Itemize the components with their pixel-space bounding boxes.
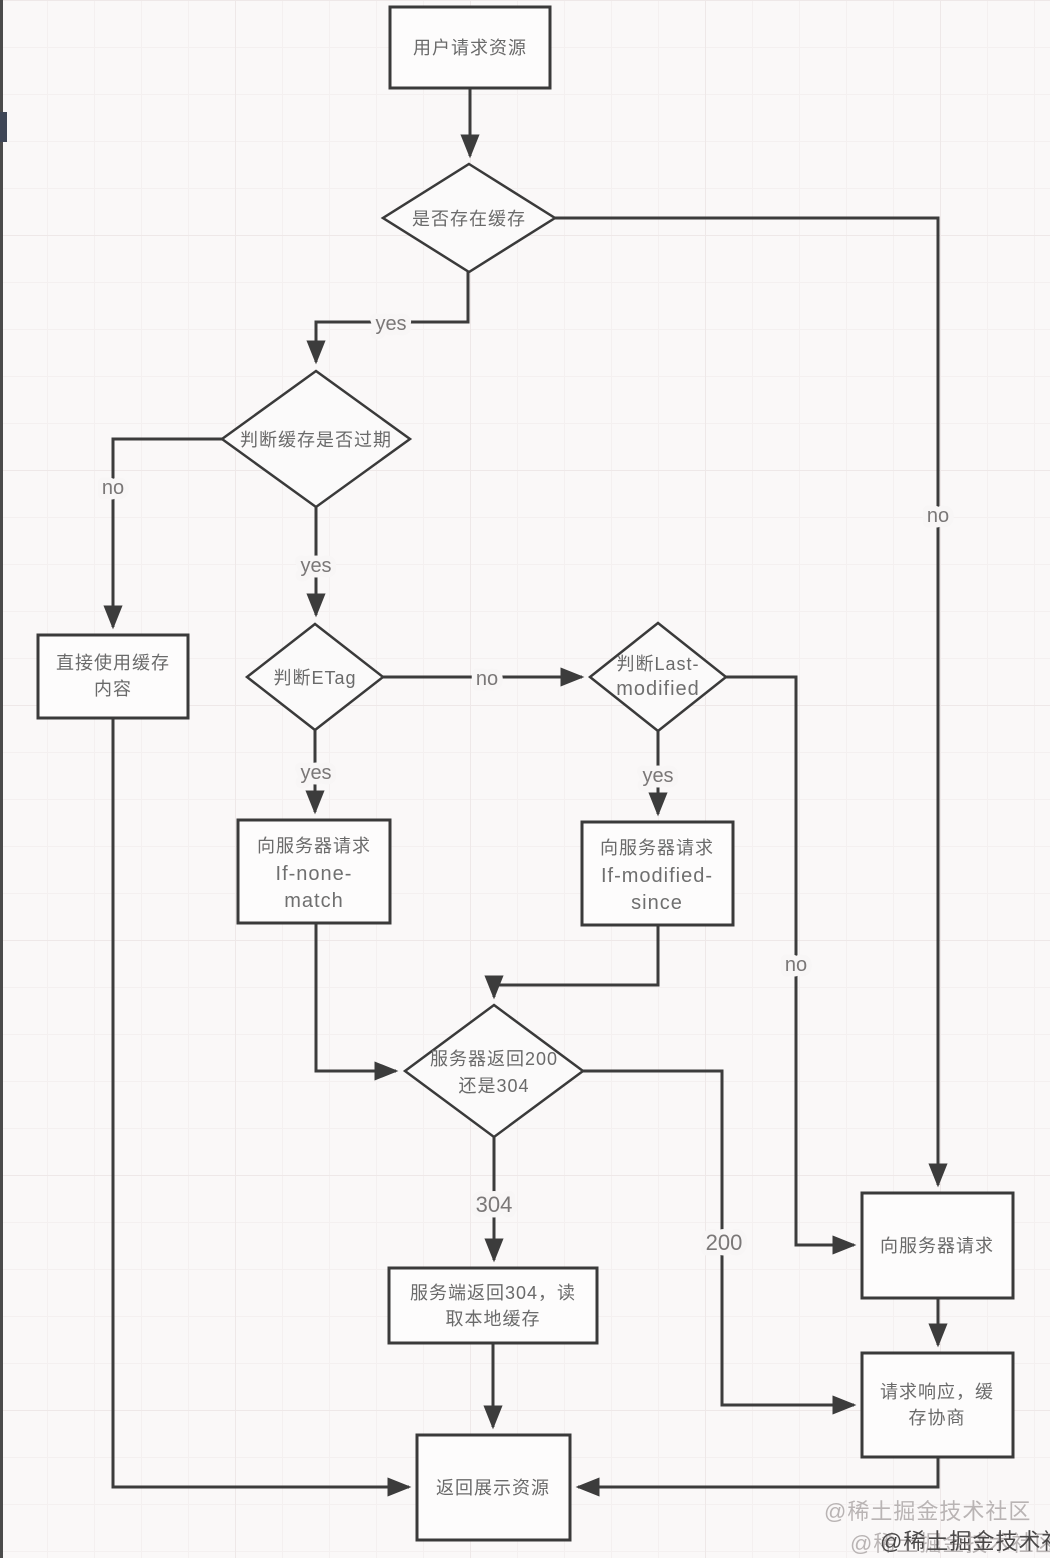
node-use-cache-line2: 内容 — [94, 679, 132, 699]
node-req-if-none-match — [236, 818, 392, 925]
watermarks: @稀土掘金技术社区 @稀土掘金技术社区 @稀土掘金技术社区 — [824, 1499, 1050, 1556]
node-request-server-label: 向服务器请求 — [880, 1236, 994, 1256]
node-start-label: 用户请求资源 — [413, 38, 527, 58]
node-judge-last-modified-line1: 判断Last- — [616, 654, 699, 674]
node-return-resource-label: 返回展示资源 — [436, 1478, 550, 1498]
edge-label-no1: no — [927, 505, 949, 527]
watermark-top: @稀土掘金技术社区 — [824, 1499, 1031, 1524]
edge-server-return-200 — [583, 1069, 857, 1415]
node-req-if-modified-since-line1: 向服务器请求 — [600, 838, 714, 858]
edge-label-yes4: yes — [642, 765, 673, 787]
node-judge-last-modified — [587, 621, 729, 733]
edge-label-yes1: yes — [375, 313, 406, 335]
edges — [103, 88, 948, 1497]
node-judge-etag — [244, 622, 386, 732]
edge-if-none-match-to-server-return — [314, 923, 399, 1081]
node-return-resource — [415, 1433, 572, 1542]
node-server-return-line1: 服务器返回200 — [430, 1049, 558, 1069]
node-cache-expired — [219, 369, 413, 509]
edge-label-yes2: yes — [300, 555, 331, 577]
edge-label-200: 200 — [706, 1230, 743, 1255]
node-start — [388, 5, 552, 90]
node-req-if-none-match-line1: 向服务器请求 — [257, 836, 371, 856]
node-use-cache-line1: 直接使用缓存 — [56, 653, 170, 673]
edge-label-no4: no — [785, 954, 807, 976]
edge-label-304: 304 — [476, 1192, 513, 1217]
node-request-server — [860, 1191, 1015, 1300]
node-response-negotiate-line2: 存协商 — [909, 1408, 966, 1428]
node-return-304 — [387, 1266, 599, 1345]
node-req-if-modified-since — [580, 820, 735, 927]
watermark-bottom-dark: @稀土掘金技术社区 — [880, 1529, 1050, 1554]
node-return-304-line2: 取本地缓存 — [446, 1309, 541, 1329]
node-req-if-none-match-line2: If-none- — [276, 863, 353, 885]
edge-expired-no-to-use-cache — [103, 437, 222, 630]
edge-cache-exists-yes — [306, 271, 470, 365]
node-response-negotiate-line1: 请求响应，缓 — [880, 1382, 994, 1402]
node-response-negotiate — [860, 1351, 1015, 1459]
edge-response-to-return-resource — [575, 1457, 940, 1497]
node-use-cache — [36, 633, 190, 720]
node-cache-exists — [380, 162, 558, 274]
node-req-if-modified-since-line2: If-modified- — [601, 865, 713, 887]
edge-label-yes3: yes — [300, 762, 331, 784]
node-server-return-line2: 还是304 — [458, 1076, 529, 1096]
edge-label-no2: no — [102, 477, 124, 499]
node-judge-etag-label: 判断ETag — [273, 668, 356, 688]
nodes: 用户请求资源 是否存在缓存 判断缓存是否过期 直接使用缓存 内容 判断ETag … — [36, 5, 1015, 1542]
edge-last-modified-no-to-request-server — [726, 675, 857, 1255]
edge-label-no3: no — [476, 668, 498, 690]
screenshot-left-edge-artifact — [0, 0, 3, 1558]
edge-use-cache-to-return-resource — [111, 718, 412, 1497]
edge-cache-exists-no — [555, 216, 948, 1188]
node-server-return — [402, 1003, 586, 1139]
watermark-bottom-light: @稀土掘金技术社区 — [850, 1531, 1050, 1556]
node-judge-last-modified-line2: modified — [616, 678, 700, 700]
node-cache-expired-label: 判断缓存是否过期 — [240, 430, 392, 450]
node-req-if-none-match-line3: match — [284, 890, 343, 912]
screenshot-left-edge-mark — [0, 112, 7, 142]
node-req-if-modified-since-line3: since — [631, 892, 683, 914]
edge-if-modified-since-to-server-return — [484, 925, 660, 1000]
node-cache-exists-label: 是否存在缓存 — [412, 209, 526, 229]
node-return-304-line1: 服务端返回304，读 — [410, 1283, 576, 1303]
